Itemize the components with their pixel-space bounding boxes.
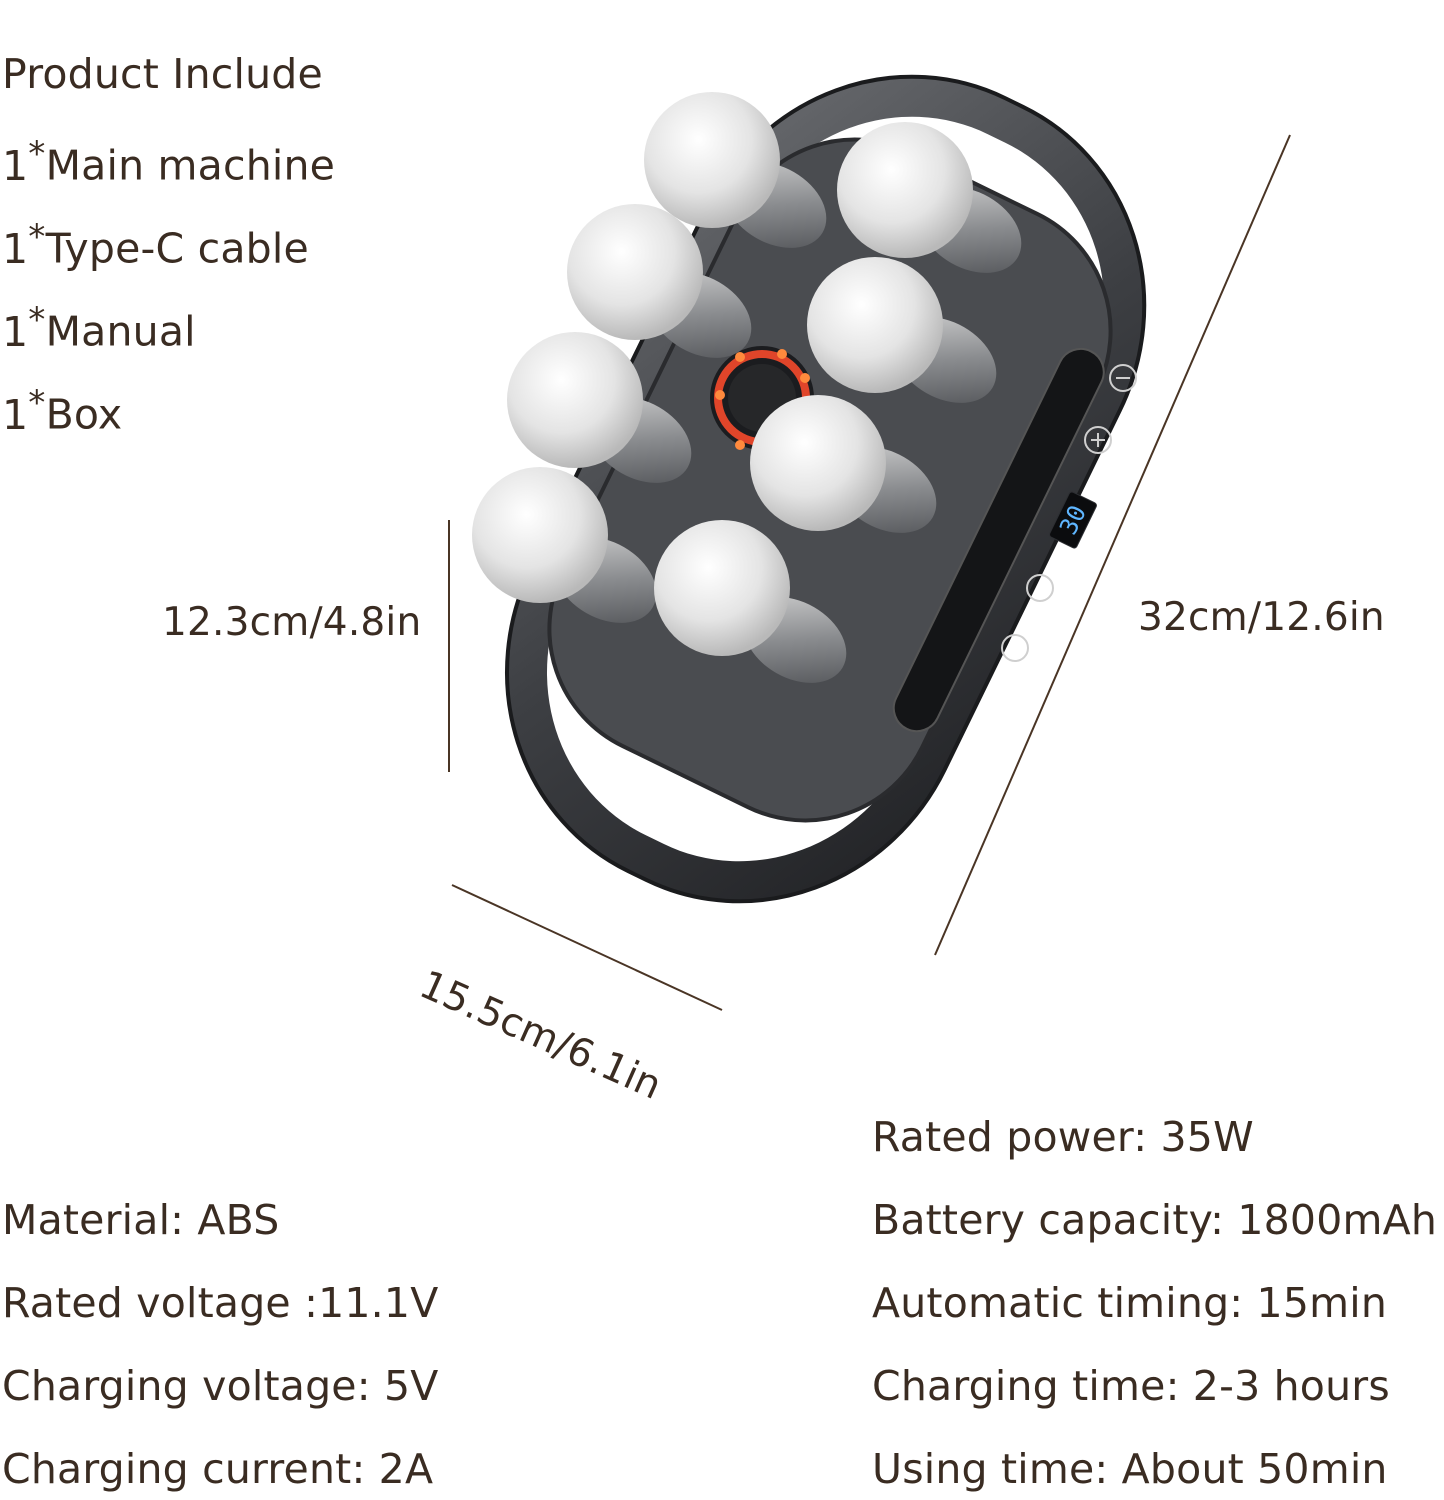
include-star: * [28,217,46,257]
width-dimension-line [451,884,723,1011]
dimension-lines [448,134,1291,1011]
spec-rated-voltage: Rated voltage :11.1V [2,1279,439,1327]
include-label: Box [45,390,123,439]
include-star: * [28,134,46,174]
spec-battery-capacity: Battery capacity: 1800mAh [872,1196,1438,1244]
plus-icon [1084,426,1112,454]
length-dimension-label: 32cm/12.6in [1138,595,1385,640]
spec-automatic-timing: Automatic timing: 15min [872,1279,1388,1327]
include-qty: 1 [2,307,29,356]
spec-using-time: Using time: About 50min [872,1445,1388,1493]
control-panel [892,347,1105,733]
massage-heads [472,92,1022,683]
length-dimension-line [934,134,1291,956]
spec-material: Material: ABS [2,1196,280,1244]
massage-ball [750,395,886,531]
spec-rated-power: Rated power: 35W [872,1113,1254,1161]
include-qty: 1 [2,224,29,273]
includes-title: Product Include [2,50,323,98]
include-item: 1*Main machine [2,137,335,187]
massage-ball [807,257,943,393]
power-icon [1026,574,1054,602]
include-label: Manual [45,307,196,356]
include-qty: 1 [2,390,29,439]
massage-ball [472,467,608,603]
include-star: * [28,383,46,423]
include-star: * [28,300,46,340]
include-item: 1*Type-C cable [2,220,309,270]
include-label: Type-C cable [45,224,309,273]
mode-icon [1001,634,1029,662]
include-item: 1*Box [2,386,122,436]
height-dimension-label: 12.3cm/4.8in [162,600,422,645]
spec-charging-current: Charging current: 2A [2,1445,434,1493]
massage-ball [644,92,780,228]
spec-charging-time: Charging time: 2-3 hours [872,1362,1390,1410]
minus-icon [1109,364,1137,392]
massage-ball [837,122,973,258]
spec-charging-voltage: Charging voltage: 5V [2,1362,439,1410]
include-label: Main machine [45,141,336,190]
massage-ball [507,332,643,468]
massage-ball [654,520,790,656]
include-qty: 1 [2,141,29,190]
include-item: 1*Manual [2,303,196,353]
massage-ball [567,204,703,340]
